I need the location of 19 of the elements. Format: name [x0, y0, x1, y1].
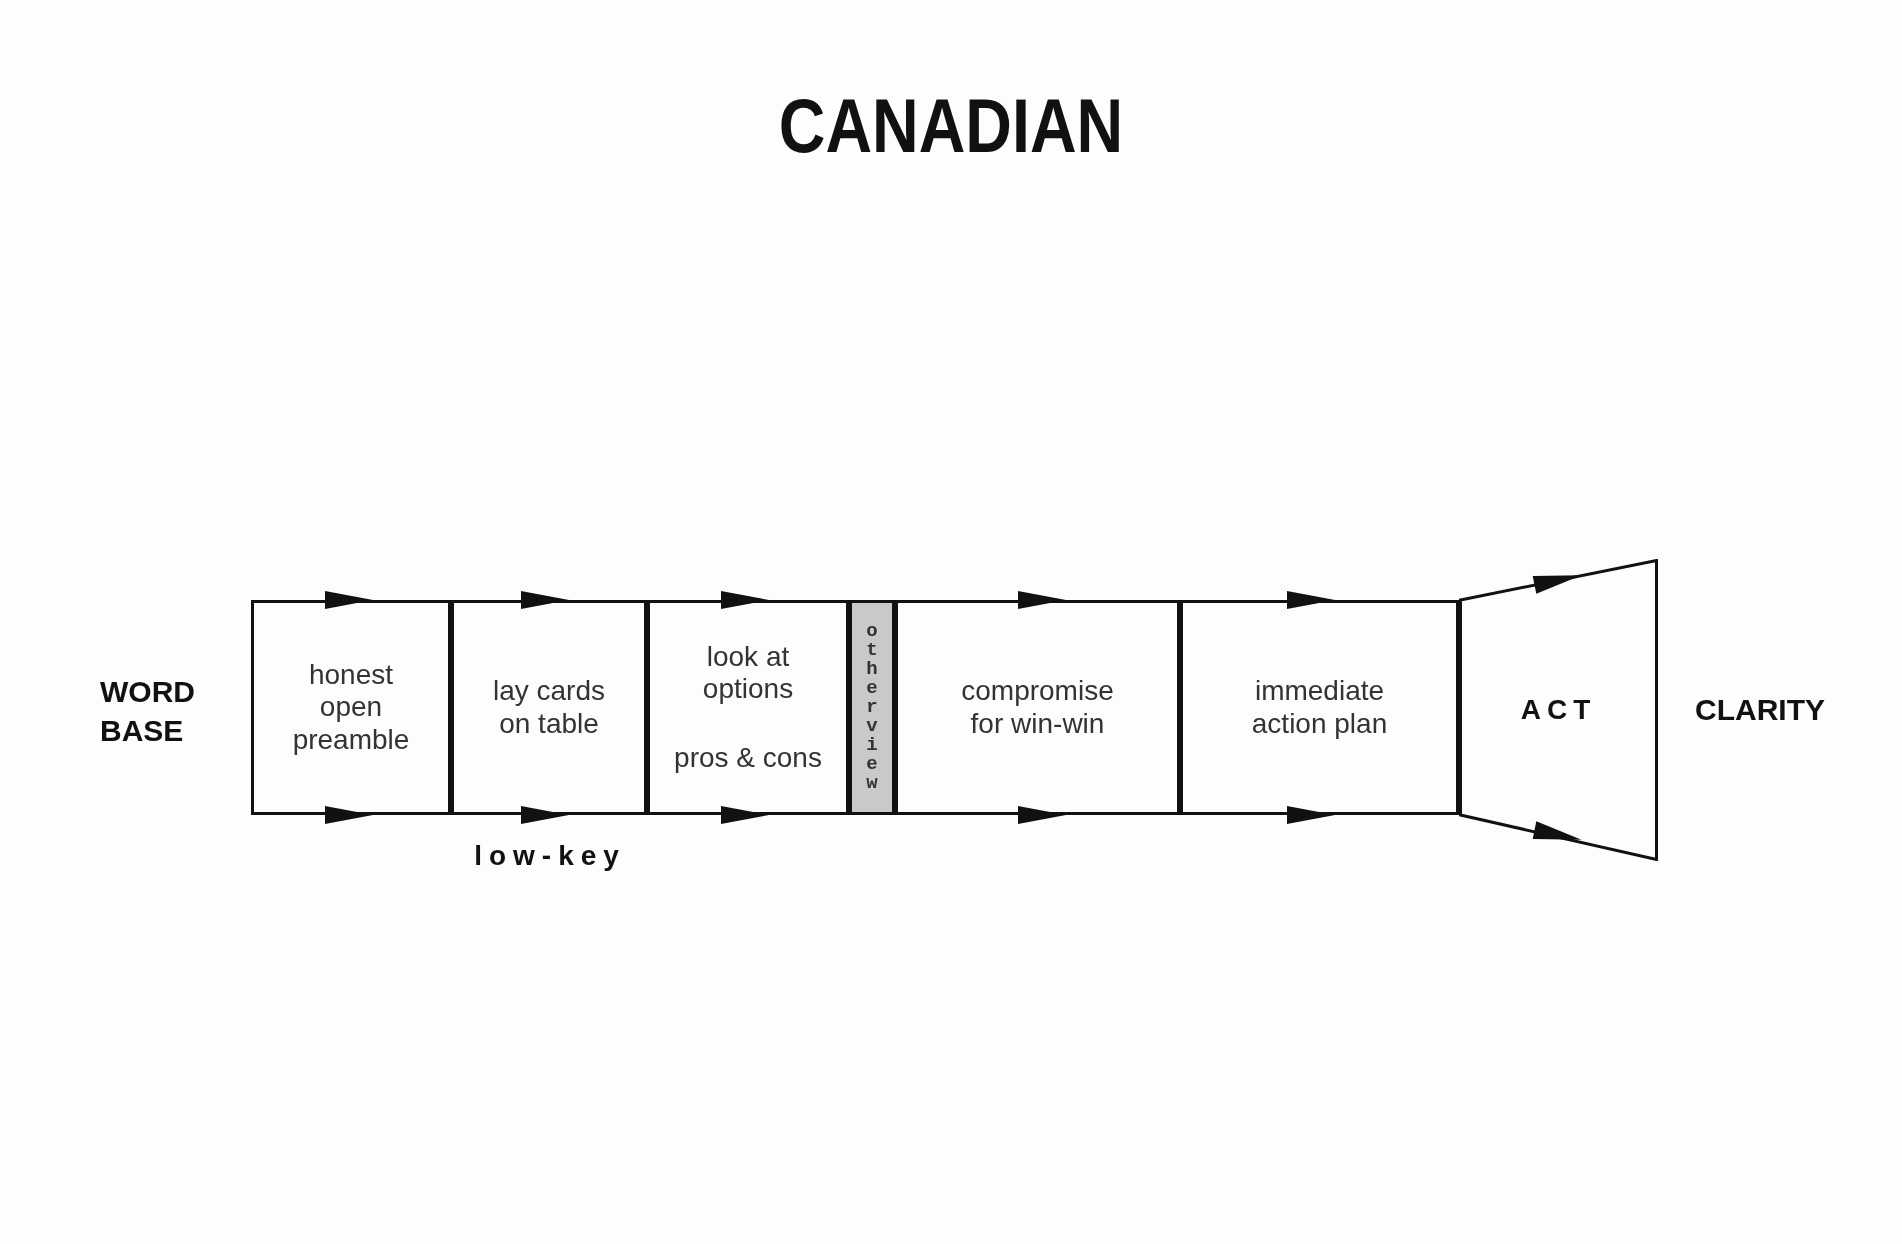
- step-text: immediate action plan: [1250, 675, 1389, 740]
- step-text: honest open preamble: [291, 659, 411, 756]
- note-label: low-key: [473, 839, 627, 873]
- vertical-label: other view: [866, 622, 878, 793]
- process-box: [647, 600, 849, 815]
- side-label: WORD BASE: [100, 674, 196, 749]
- process-box: [895, 600, 1180, 815]
- step-text: compromise for win-win: [960, 675, 1115, 740]
- trapezoid-box: [1459, 559, 1658, 861]
- step-text: pros & cons: [674, 741, 822, 774]
- step-text: lay cards on table: [491, 675, 606, 740]
- process-box: [451, 600, 647, 815]
- step-text: look at options: [701, 641, 795, 706]
- diagram-title: CANADIAN: [777, 82, 1125, 169]
- process-box: [251, 600, 451, 815]
- vertical-band: [849, 600, 895, 815]
- step-title: ACT: [1520, 693, 1597, 727]
- side-label: CLARITY: [1694, 692, 1826, 728]
- process-box: [1180, 600, 1459, 815]
